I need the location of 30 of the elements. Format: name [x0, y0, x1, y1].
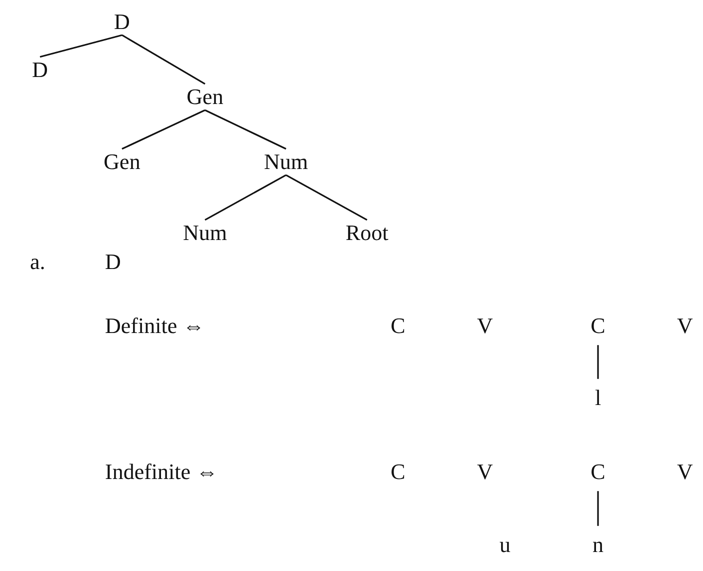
- association-line: [597, 345, 599, 379]
- feature-label: Definite ⇔: [105, 314, 205, 338]
- example-letter: a.: [30, 250, 46, 274]
- tree-branch: [122, 34, 206, 85]
- syntax-node-label: Gen: [104, 150, 140, 174]
- cv-slot-label: C: [590, 314, 606, 338]
- cv-slot-label: V: [477, 314, 493, 338]
- cv-slot-label: C: [390, 460, 406, 484]
- tree-branch: [286, 174, 368, 221]
- category-label: D: [105, 250, 121, 274]
- syntax-node-label: Root: [346, 220, 388, 246]
- syntax-node-label: Num: [264, 150, 308, 174]
- feature-label: Indefinite ⇔: [105, 460, 218, 484]
- association-line: [597, 491, 599, 526]
- segment-letter: u: [500, 532, 510, 558]
- segment-letter: n: [592, 532, 604, 558]
- syntax-node-label: D: [114, 10, 130, 34]
- cv-slot-label: C: [590, 460, 606, 484]
- cv-slot-label: V: [677, 460, 693, 484]
- tree-branch: [40, 34, 122, 58]
- cv-slot-label: V: [477, 460, 493, 484]
- syntax-node-label: D: [32, 58, 48, 82]
- tree-branch: [204, 109, 286, 150]
- syntax-node-label: Num: [183, 220, 227, 246]
- cv-slot-label: C: [390, 314, 406, 338]
- tree-branch: [122, 109, 206, 150]
- tree-branch: [204, 174, 286, 221]
- syntax-node-label: Gen: [186, 84, 224, 110]
- cv-slot-label: V: [677, 314, 693, 338]
- segment-letter: l: [594, 386, 602, 410]
